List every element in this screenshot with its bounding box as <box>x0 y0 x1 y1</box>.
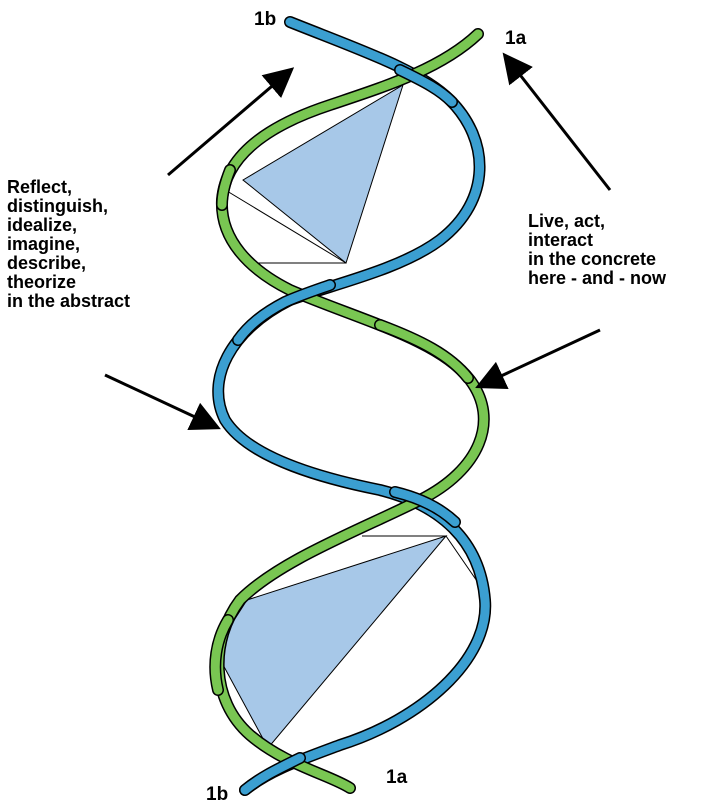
concrete-line: Live, act, <box>528 212 666 231</box>
arrow-up-right <box>510 62 610 190</box>
arrow-to-left-strand <box>105 375 210 424</box>
strand-label-top-1b: 1b <box>254 10 276 29</box>
abstract-line: distinguish, <box>7 197 130 216</box>
abstract-line: imagine, <box>7 235 130 254</box>
strand-label-bottom-1a: 1a <box>386 768 407 787</box>
strand-label-top-1a: 1a <box>505 29 526 48</box>
abstract-line: idealize, <box>7 216 130 235</box>
abstract-line: describe, <box>7 254 130 273</box>
abstract-description: Reflect, distinguish, idealize, imagine,… <box>7 178 130 311</box>
lower-triangle-group <box>215 536 490 748</box>
concrete-line: here - and - now <box>528 269 666 288</box>
abstract-line: in the abstract <box>7 292 130 311</box>
abstract-line: Reflect, <box>7 178 130 197</box>
concrete-description: Live, act, interact in the concrete here… <box>528 212 666 288</box>
abstract-line: theorize <box>7 273 130 292</box>
arrow-up-left <box>168 75 285 175</box>
strand-label-bottom-1b: 1b <box>206 785 228 804</box>
arrow-to-right-strand <box>486 330 600 383</box>
concrete-line: in the concrete <box>528 250 666 269</box>
concrete-line: interact <box>528 231 666 250</box>
